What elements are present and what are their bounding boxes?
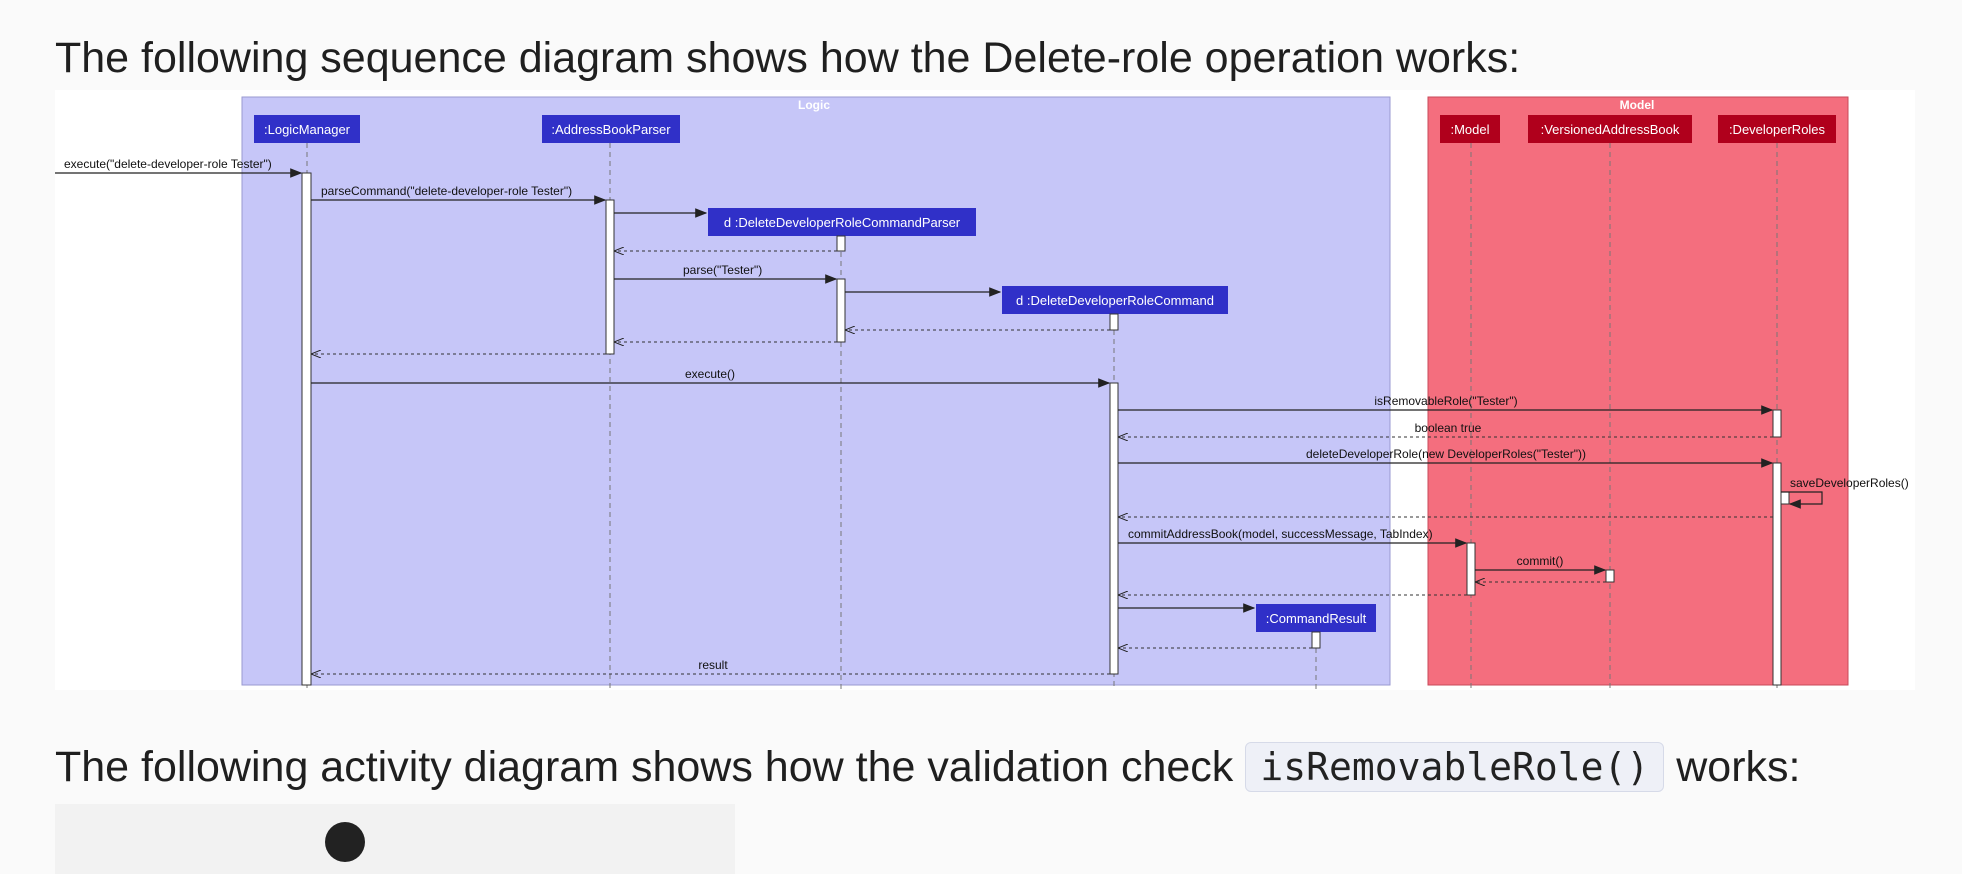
inline-code: isRemovableRole() <box>1245 742 1665 792</box>
msg-parse-label: parse("Tester") <box>683 263 762 277</box>
participant-parser <box>542 115 680 143</box>
logic-frame <box>241 96 1391 686</box>
participant-cmd-parser-label: d :DeleteDeveloperRoleCommandParser <box>724 215 961 230</box>
activation-versioned-ab <box>1605 569 1615 583</box>
msg-execute-label: execute("delete-developer-role Tester") <box>64 157 272 171</box>
logic-frame-label: Logic <box>798 98 830 112</box>
activity-diagram-card <box>55 804 735 874</box>
msg-save-roles-arrow <box>1781 491 1823 509</box>
participant-logic-manager <box>254 115 360 143</box>
activity-start-node <box>325 822 365 862</box>
msg-parse-command-label: parseCommand("delete-developer-role Test… <box>321 184 572 198</box>
model-frame <box>1427 96 1849 686</box>
msg-command-execute-label: execute() <box>685 367 735 381</box>
participant-model-label: :Model <box>1450 122 1489 137</box>
participant-parser-label: :AddressBookParser <box>551 122 671 137</box>
activation-result <box>1311 631 1321 649</box>
activation-command-2 <box>1109 382 1119 675</box>
participant-command-label: d :DeleteDeveloperRoleCommand <box>1016 293 1214 308</box>
activation-dev-roles-1 <box>1772 409 1782 438</box>
participant-result-label: :CommandResult <box>1266 611 1367 626</box>
activation-logic-manager <box>301 172 312 686</box>
activation-dev-roles-3 <box>1780 491 1790 505</box>
participant-versioned-ab-label: :VersionedAddressBook <box>1541 122 1680 137</box>
sequence-intro-text: The following sequence diagram shows how… <box>55 34 1521 82</box>
activation-cmd-parser-1 <box>836 235 846 252</box>
activity-intro-suffix: works: <box>1676 742 1801 791</box>
participant-dev-roles <box>1718 115 1836 143</box>
msg-save-roles-label: saveDeveloperRoles() <box>1790 476 1909 490</box>
participant-versioned-ab <box>1528 115 1692 143</box>
participant-dev-roles-label: :DeveloperRoles <box>1729 122 1826 137</box>
activation-cmd-parser-2 <box>836 278 846 343</box>
participant-logic-manager-label: :LogicManager <box>264 122 351 137</box>
participant-cmd-parser <box>708 208 976 236</box>
msg-is-removable-label: isRemovableRole("Tester") <box>1374 394 1517 408</box>
participant-result <box>1256 604 1376 632</box>
activation-command-1 <box>1109 313 1119 331</box>
msg-commit-label: commit() <box>1517 554 1564 568</box>
participant-command <box>1002 286 1228 314</box>
participant-model <box>1440 115 1500 143</box>
msg-delete-role-label: deleteDeveloperRole(new DeveloperRoles("… <box>1306 447 1586 461</box>
activation-dev-roles-2 <box>1772 462 1782 686</box>
activity-intro-text: The following activity diagram shows how… <box>55 742 1800 792</box>
msg-commit-ab-label: commitAddressBook(model, successMessage,… <box>1128 527 1433 541</box>
activation-parser <box>605 199 615 355</box>
msg-boolean-label: boolean true <box>1415 421 1482 435</box>
msg-result-label: result <box>698 658 728 672</box>
activity-intro-prefix: The following activity diagram shows how… <box>55 742 1234 791</box>
model-frame-label: Model <box>1620 98 1655 112</box>
activation-model <box>1466 542 1476 596</box>
